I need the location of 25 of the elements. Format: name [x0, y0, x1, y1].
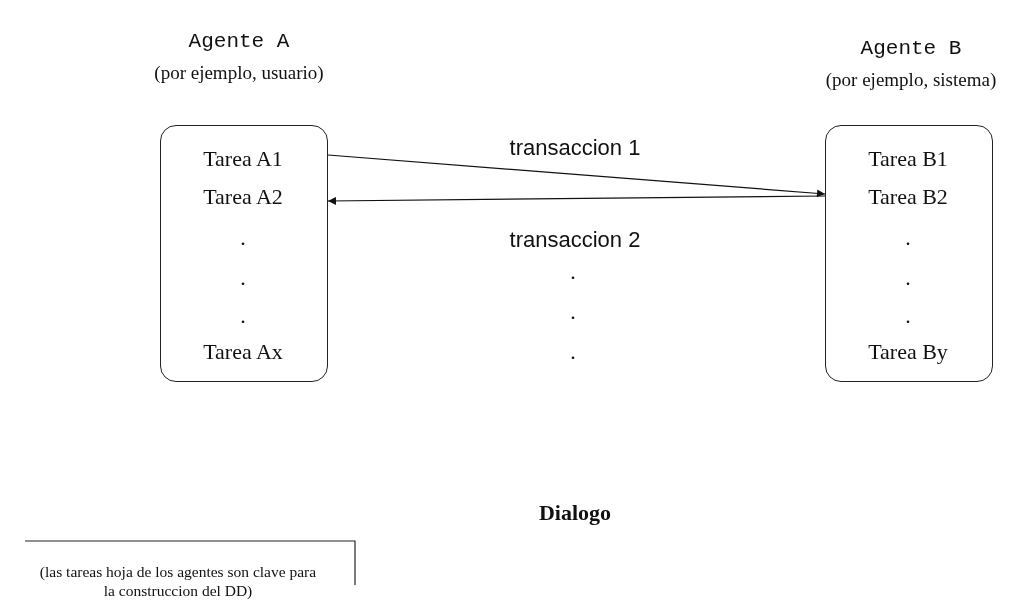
arrow	[327, 195, 826, 205]
task-name: Tarea By	[868, 341, 948, 363]
continuation-dot: .	[570, 341, 576, 363]
continuation-dot: .	[905, 305, 911, 327]
note-text: (las tareas hoja de los agentes son clave para la construccion del DD)	[38, 563, 318, 601]
agent-name: Agente A	[188, 30, 290, 53]
edge-label: transaccion 2	[509, 229, 641, 251]
diagram-caption: Dialogo	[538, 502, 612, 524]
task-name: Tarea B1	[868, 148, 948, 170]
continuation-dot: .	[905, 267, 911, 289]
continuation-dot: .	[240, 227, 246, 249]
arrow	[327, 154, 826, 198]
edge-label: transaccion 1	[509, 137, 641, 159]
continuation-dot: .	[570, 261, 576, 283]
agent-name: Agente B	[860, 37, 962, 60]
continuation-dot: .	[240, 267, 246, 289]
agent-example: (por ejemplo, sistema)	[825, 69, 997, 91]
task-name: Tarea B2	[868, 186, 948, 208]
continuation-dot: .	[570, 301, 576, 323]
continuation-dot: .	[240, 305, 246, 327]
task-name: Tarea A1	[203, 148, 283, 170]
task-name: Tarea Ax	[203, 341, 283, 363]
continuation-dot: .	[905, 227, 911, 249]
task-name: Tarea A2	[203, 186, 283, 208]
agent-example: (por ejemplo, usuario)	[154, 62, 324, 84]
